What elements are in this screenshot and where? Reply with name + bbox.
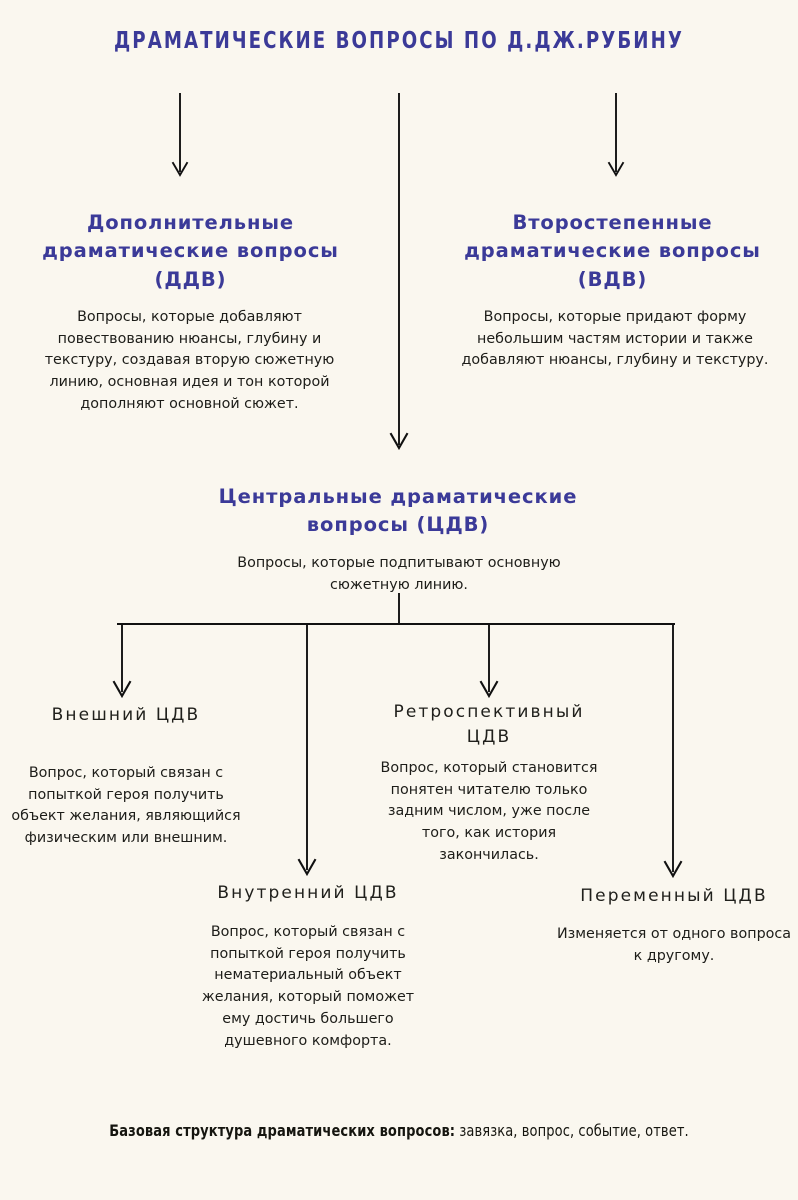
top-center-arrow-icon bbox=[389, 93, 409, 451]
node-body-internal: Вопрос, который связан с попыткой героя … bbox=[201, 924, 415, 1049]
node-body-cdv: Вопросы, которые подпитывают основную сю… bbox=[237, 555, 561, 593]
node-heading-vdv: Второстепенные драматические вопросы (ВД… bbox=[464, 211, 761, 291]
node-heading-cdv: Центральные драматические вопросы (ЦДВ) bbox=[218, 485, 578, 537]
node-heading-external: Внешний ЦДВ bbox=[51, 705, 201, 725]
footer-value: завязка, вопрос, событие, ответ. bbox=[455, 1122, 689, 1140]
node-body-ddv: Вопросы, которые добавляют повествованию… bbox=[44, 309, 335, 412]
node-body-vdv: Вопросы, которые придают форму небольшим… bbox=[461, 309, 769, 369]
node-heading-ddv: Дополнительные драматические вопросы (ДД… bbox=[42, 211, 339, 291]
top-right-arrow-icon bbox=[607, 93, 625, 177]
node-heading-retrospective: Ретроспективный ЦДВ bbox=[393, 702, 585, 747]
node-heading-internal: Внутренний ЦДВ bbox=[217, 883, 399, 903]
node-body-external: Вопрос, который связан с попыткой героя … bbox=[11, 765, 241, 847]
node-heading-variable: Переменный ЦДВ bbox=[580, 886, 768, 906]
top-left-arrow-icon bbox=[171, 93, 189, 177]
page-title: ДРАМАТИЧЕСКИЕ ВОПРОСЫ ПО Д.ДЖ.РУБИНУ bbox=[114, 26, 684, 54]
footer-note: Базовая структура драматических вопросов… bbox=[28, 1122, 770, 1140]
footer-label: Базовая структура драматических вопросов… bbox=[109, 1122, 456, 1140]
node-body-retrospective: Вопрос, который становится понятен читат… bbox=[380, 760, 598, 863]
node-body-variable: Изменяется от одного вопроса к другому. bbox=[556, 926, 792, 964]
